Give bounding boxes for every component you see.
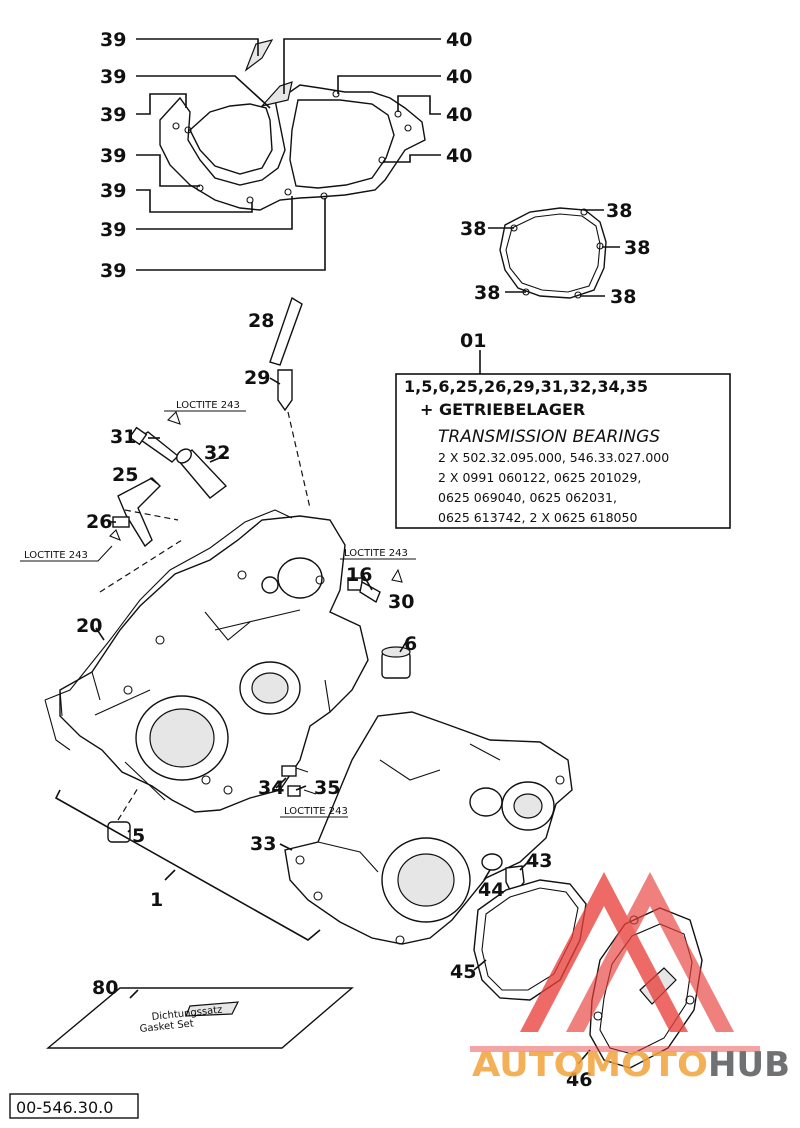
plug-30 — [347, 568, 403, 604]
crankcase-half-33 — [284, 711, 573, 945]
callout-6: 6 — [404, 633, 417, 655]
watermark-triangle-inner — [566, 872, 734, 1032]
loctite-label-2: LOCTITE 243 — [24, 550, 88, 561]
callout-39: 39 — [100, 104, 126, 126]
callout-40: 40 — [446, 29, 472, 51]
leader-1 — [164, 869, 176, 881]
loctite-label-4: LOCTITE 243 — [284, 806, 348, 817]
loctite-label-1: LOCTITE 243 — [176, 400, 240, 411]
callout-38: 38 — [460, 218, 486, 240]
loctite-label-3: LOCTITE 243 — [344, 548, 408, 559]
callout-20: 20 — [76, 615, 102, 637]
kit-box-line3: TRANSMISSION BEARINGS — [438, 427, 660, 447]
clutch-cover-gasket — [488, 207, 620, 299]
gasket-set-card: Dichtungssatz Gasket Set — [46, 987, 354, 1049]
watermark-text-automoto: AUTOMOTO — [472, 1045, 708, 1085]
kit-box-text: 1,5,6,25,26,29,31,32,34,35 + GETRIEBELAG… — [404, 377, 669, 525]
callout-40: 40 — [446, 145, 472, 167]
callout-31: 31 — [110, 426, 136, 448]
kit-box-line1: 1,5,6,25,26,29,31,32,34,35 — [404, 377, 648, 396]
drawing-number: 00-546.30.0 — [16, 1098, 113, 1117]
loctite-labels: LOCTITE 243 LOCTITE 243 LOCTITE 243 LOCT… — [20, 400, 416, 818]
crankcase-gasket — [159, 39, 426, 211]
callout-44: 44 — [478, 879, 504, 901]
callout-45: 45 — [450, 961, 476, 983]
kit-box-line5: 2 X 0991 060122, 0625 201029, — [438, 470, 641, 485]
screw-31 — [128, 426, 180, 463]
bracket-25 — [117, 477, 161, 548]
breather-hose — [269, 296, 311, 509]
callout-29: 29 — [244, 367, 270, 389]
watermark-text-hub: HUB — [708, 1045, 790, 1085]
gasket-leaders — [136, 38, 441, 271]
callout-34: 34 — [258, 777, 284, 799]
drawing-number-box: 00-546.30.0 — [9, 1093, 139, 1119]
callout-46: 46 — [566, 1069, 592, 1091]
callout-43: 43 — [526, 850, 552, 872]
kit-box-line2: + GETRIEBELAGER — [420, 400, 585, 419]
callout-40: 40 — [446, 104, 472, 126]
callout-80: 80 — [92, 977, 118, 999]
callout-5: 5 — [132, 825, 145, 847]
callout-38: 38 — [474, 282, 500, 304]
callout-28: 28 — [248, 310, 274, 332]
callout-39: 39 — [100, 260, 126, 282]
callout-38: 38 — [610, 286, 636, 308]
callout-25: 25 — [112, 464, 138, 486]
callout-35: 35 — [314, 777, 340, 799]
callout-38: 38 — [624, 237, 650, 259]
callout-39: 39 — [100, 180, 126, 202]
callout-40: 40 — [446, 66, 472, 88]
crankcase-half — [59, 515, 369, 813]
kit-box-line6: 0625 069040, 0625 062031, — [438, 490, 617, 505]
bearing-6 — [381, 646, 411, 679]
callout-numbers: 39 39 39 39 39 39 39 40 40 40 40 38 38 3… — [76, 29, 650, 1091]
callout-39: 39 — [100, 219, 126, 241]
callout-39: 39 — [100, 66, 126, 88]
group-frame — [54, 789, 321, 941]
part-leaders — [95, 377, 591, 1065]
callout-33: 33 — [250, 833, 276, 855]
callout-30: 30 — [388, 591, 414, 613]
kit-contents-box — [395, 350, 731, 529]
watermark-logo — [470, 872, 760, 1052]
callout-39: 39 — [100, 29, 126, 51]
kit-box-line7: 0625 613742, 2 X 0625 618050 — [438, 510, 637, 525]
sleeve-32 — [176, 448, 228, 499]
callout-01: 01 — [460, 330, 486, 352]
callout-38: 38 — [606, 200, 632, 222]
gasket-20 — [44, 509, 293, 751]
callout-32: 32 — [204, 442, 230, 464]
callout-16: 16 — [346, 564, 372, 586]
callout-1: 1 — [150, 889, 163, 911]
watermark-triangle-outer — [520, 872, 688, 1032]
kit-box-line4: 2 X 502.32.095.000, 546.33.027.000 — [438, 450, 669, 465]
callout-26: 26 — [86, 511, 112, 533]
screw-26 — [109, 516, 130, 541]
pin-34-35 — [281, 765, 317, 797]
callout-39: 39 — [100, 145, 126, 167]
